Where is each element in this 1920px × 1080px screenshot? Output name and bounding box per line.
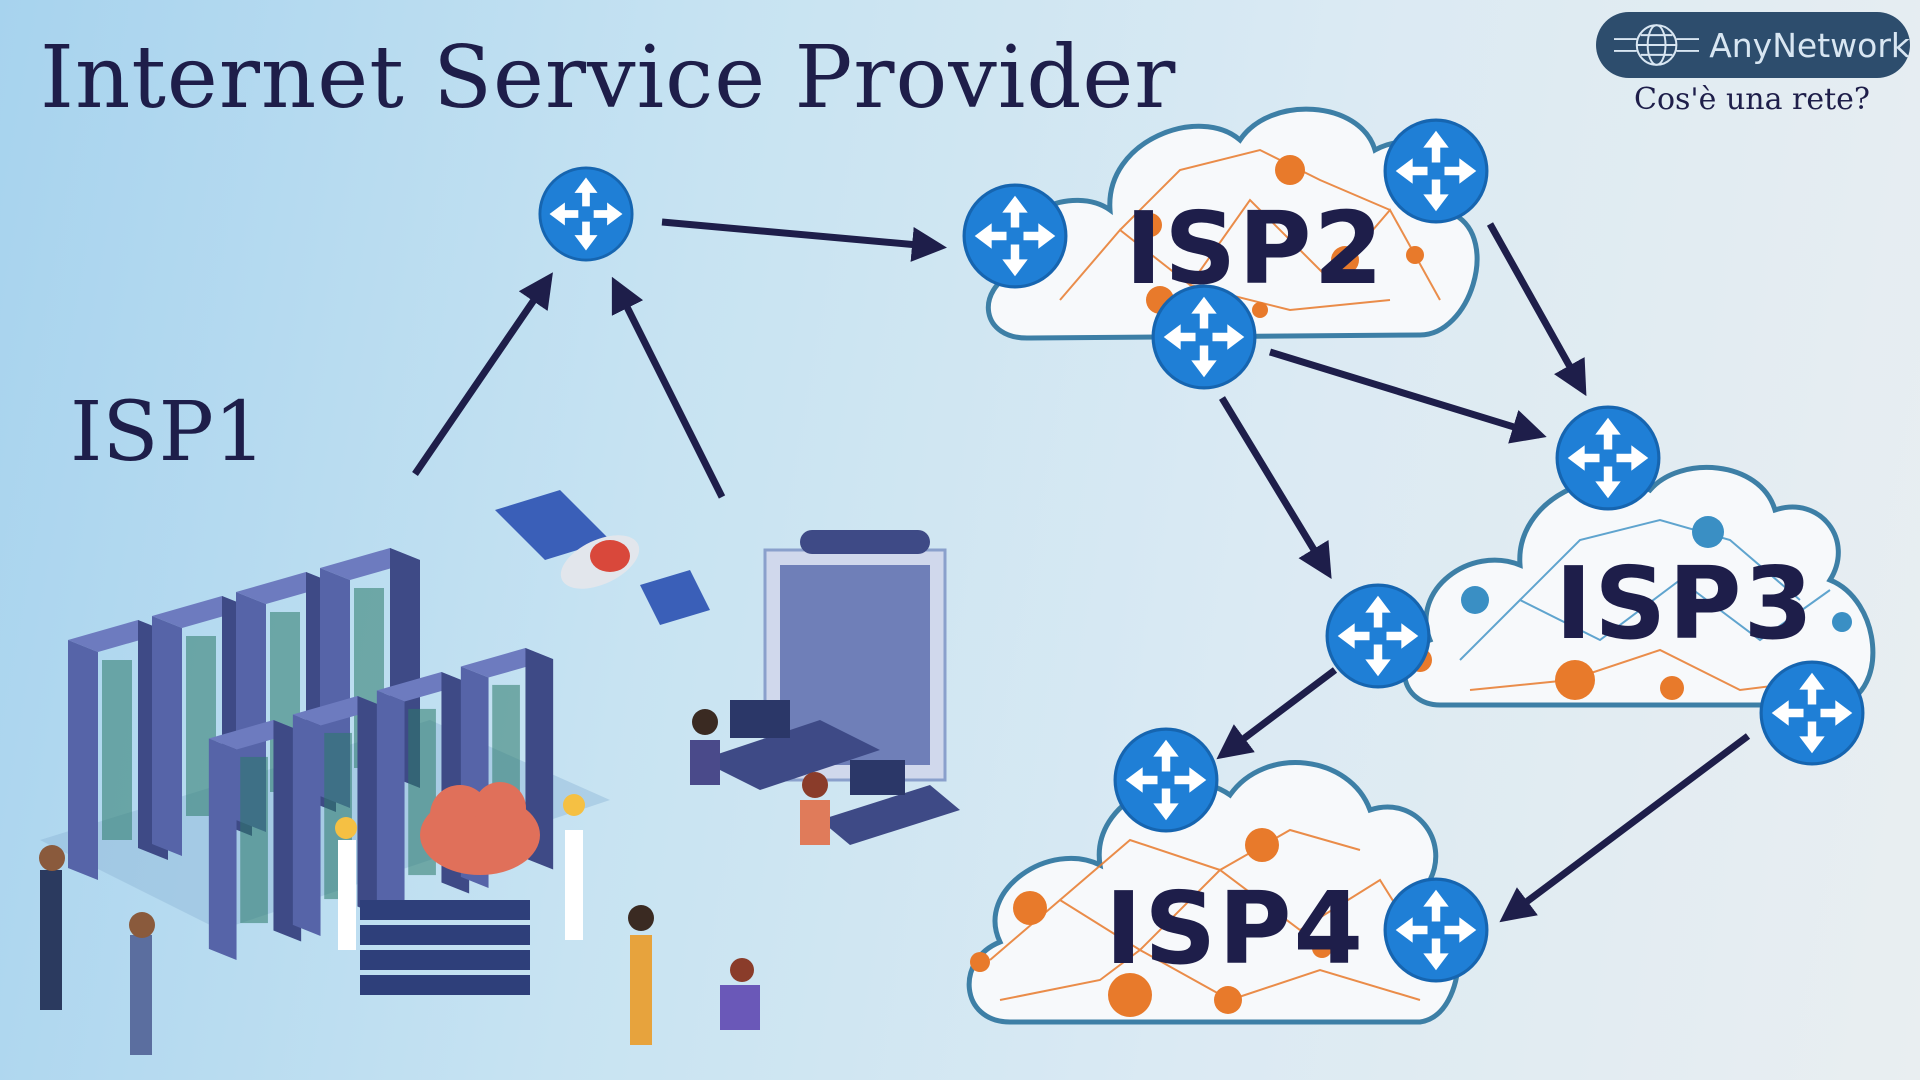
page-title: Internet Service Provider [40,28,1177,128]
operator-desks [700,700,960,845]
router-icon [1555,405,1661,511]
router-icon [1113,727,1219,833]
satellite-icon [495,490,710,625]
globe-icon [1614,24,1700,66]
arrow-isp2-to-isp3-a [1486,222,1587,397]
person-icon [39,709,830,1055]
arrow-isp3-to-isp4-b [1499,733,1751,923]
server-units [360,900,530,995]
router-icon [1383,877,1489,983]
arrow-isp3-to-isp4-a [1216,667,1338,760]
isp1-label: ISP1 [70,385,266,480]
router-icon [1383,118,1489,224]
cloud-upload-icon [420,782,540,875]
router-icon [1759,660,1865,766]
brand-subtitle: Cos'è una rete? [1634,82,1871,117]
arrow-isp2-to-isp3-c [1219,396,1332,579]
brand-badge: AnyNetwork [1596,12,1910,78]
arrow-isp2-to-isp3-b [1268,348,1547,444]
arrow-rack-to-router [412,272,553,476]
arrow-isp1-to-isp2 [661,218,947,262]
arrow-ops-to-router [611,276,726,499]
isp2-label: ISP2 [1125,190,1386,307]
isp3-label: ISP3 [1555,545,1816,662]
brand-name: AnyNetwork [1709,25,1910,65]
router-icon [962,183,1068,289]
router-icon [1325,583,1431,689]
isp1-illustration [39,490,960,1055]
connection-arrows [412,218,1751,923]
router-icon [538,166,634,262]
isp4-label: ISP4 [1105,870,1366,987]
